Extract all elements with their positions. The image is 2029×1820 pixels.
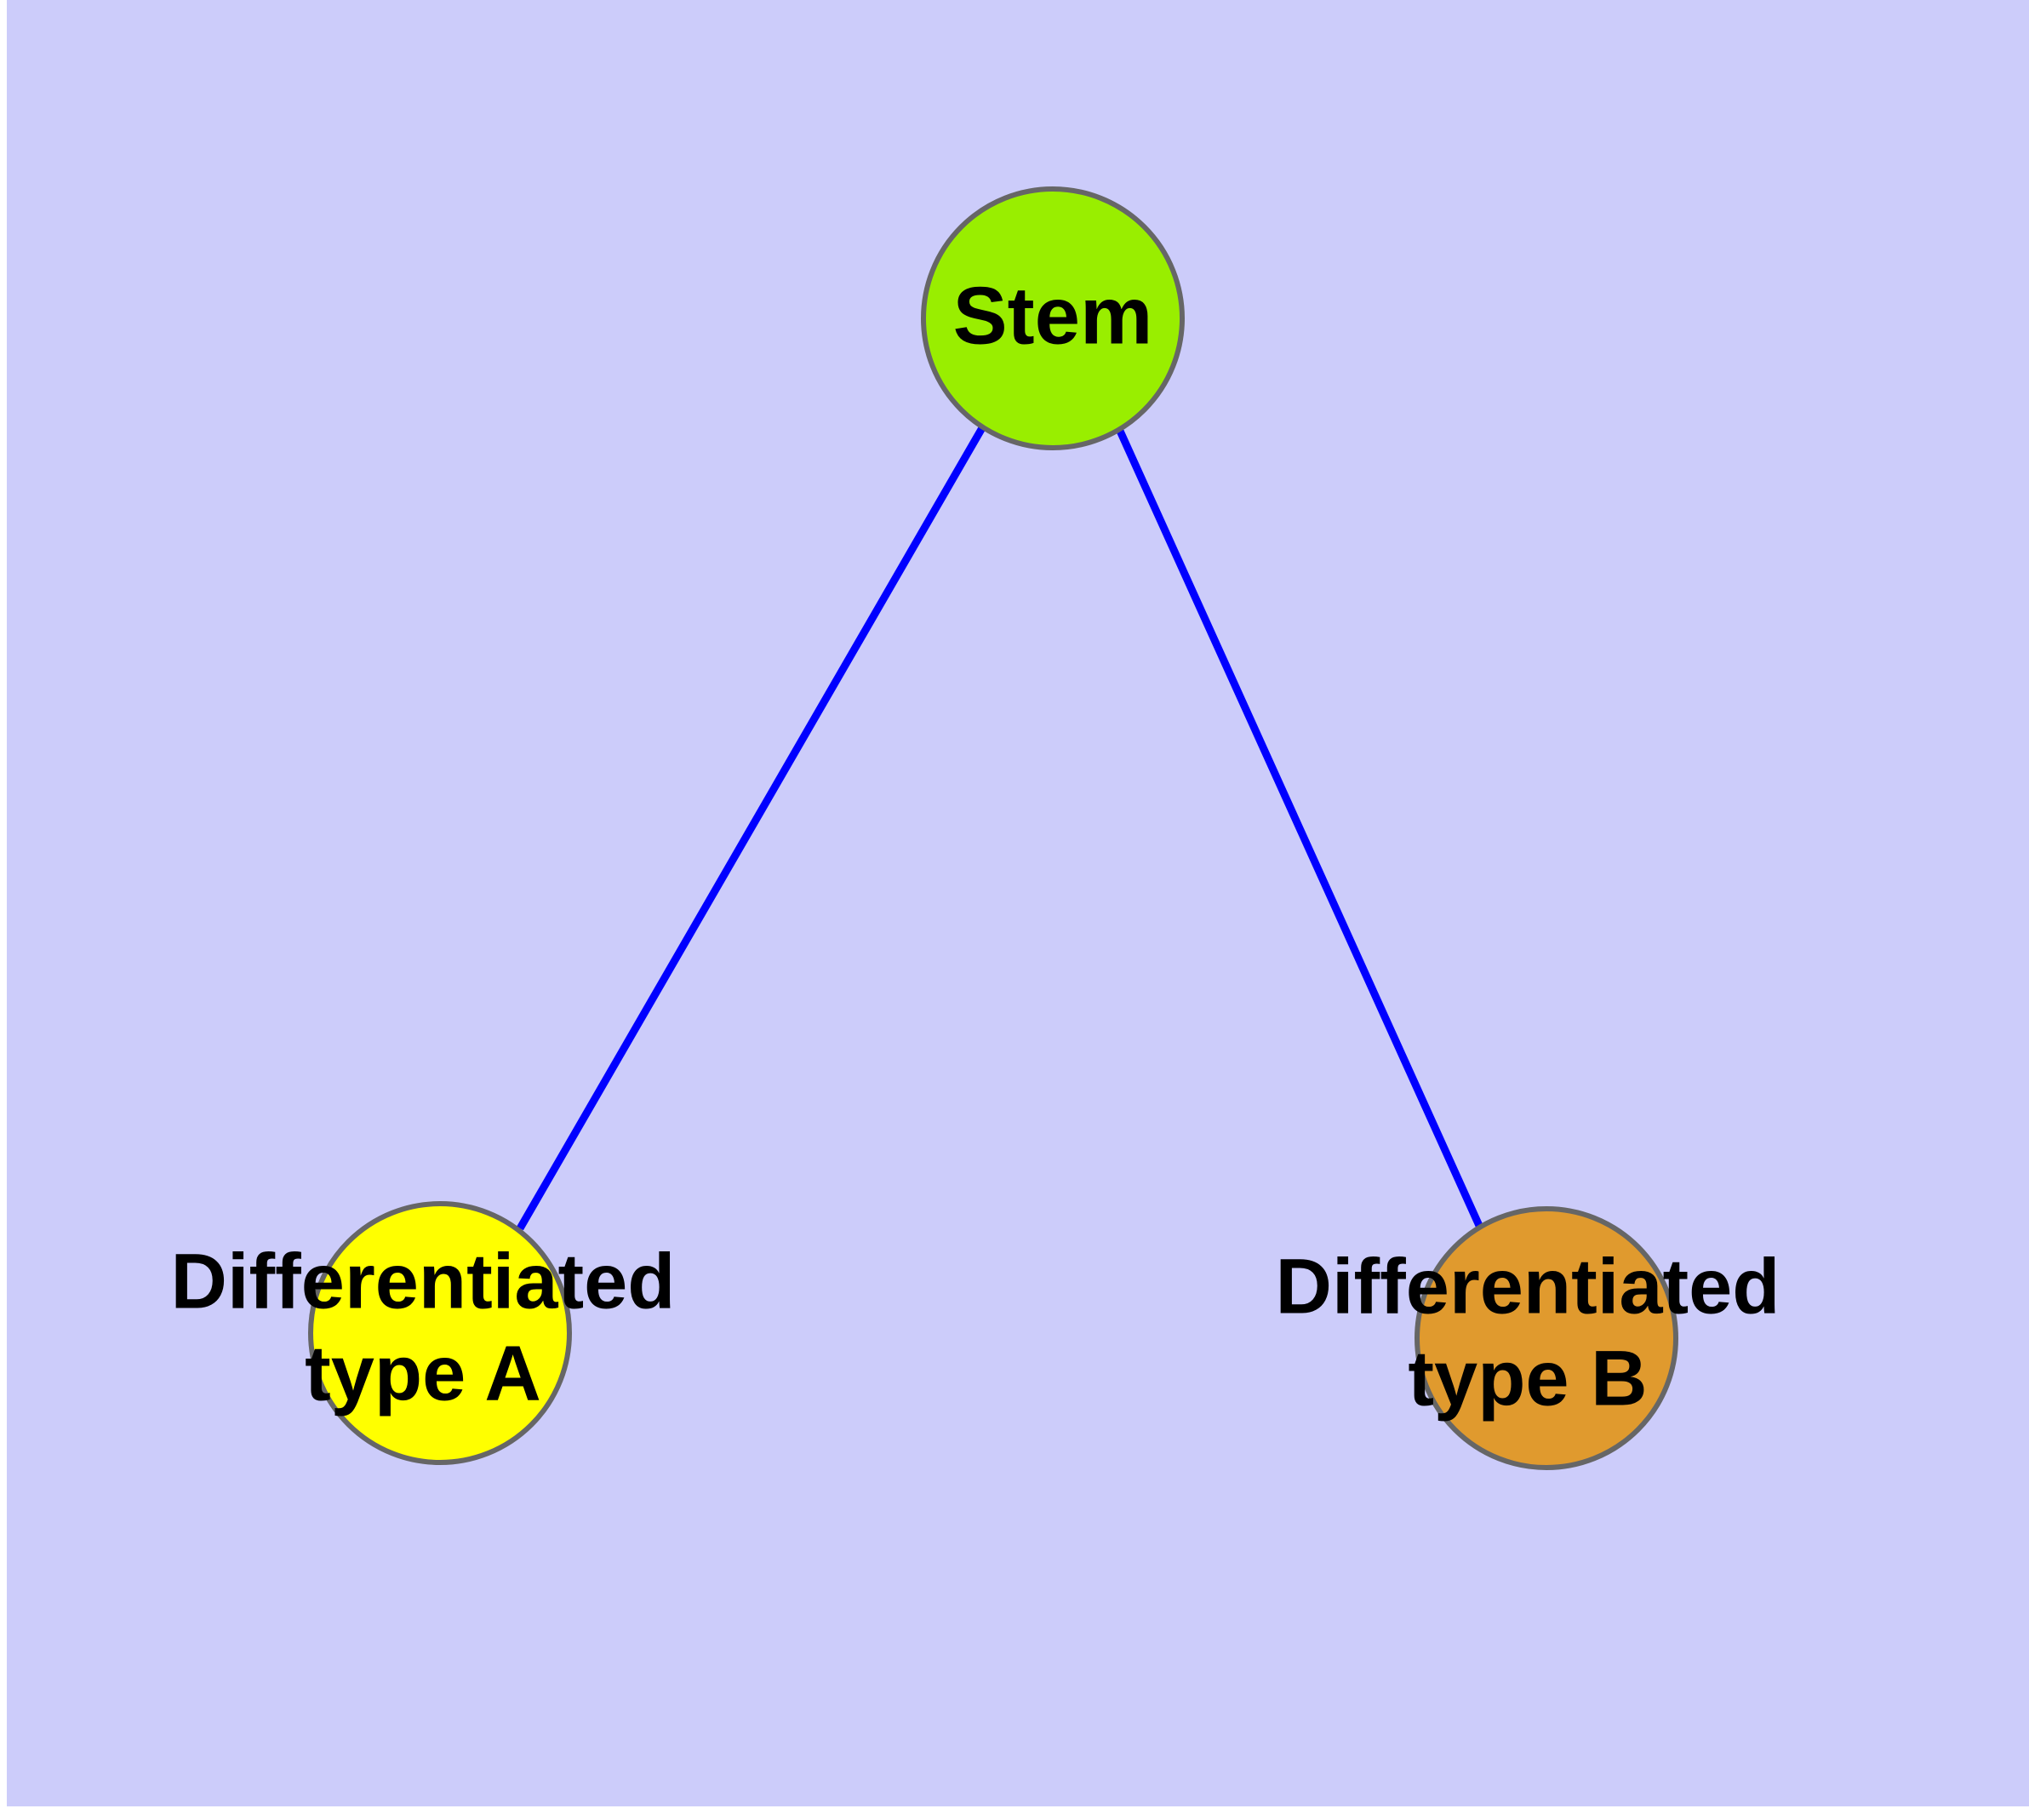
edge-stem-to-diff-b[interactable] bbox=[1115, 427, 1484, 1229]
edge-stem-to-diff-a[interactable] bbox=[517, 424, 986, 1231]
edge-layer bbox=[517, 424, 1484, 1231]
node-diff-a-circle[interactable] bbox=[308, 1201, 572, 1465]
node-diff-a-label-line1: Differentiated bbox=[171, 1238, 676, 1325]
node-stem[interactable]: Stem bbox=[921, 186, 1185, 450]
node-stem-label: Stem bbox=[953, 270, 1153, 361]
node-diff-b-circle[interactable] bbox=[1415, 1206, 1678, 1470]
node-diff-b-label-line1: Differentiated bbox=[1276, 1243, 1780, 1330]
node-diff-a-label-line2: type A bbox=[305, 1330, 541, 1417]
node-stem-circle[interactable] bbox=[921, 186, 1185, 450]
leaf-label-layer: Differentiated type A Differentiated typ… bbox=[171, 1238, 1780, 1422]
node-diff-a[interactable] bbox=[308, 1201, 572, 1465]
node-diff-b[interactable] bbox=[1415, 1206, 1678, 1470]
node-layer: Stem Differentiated type A Differentiate… bbox=[171, 186, 1780, 1470]
node-diff-b-label-line2: type B bbox=[1408, 1335, 1647, 1422]
